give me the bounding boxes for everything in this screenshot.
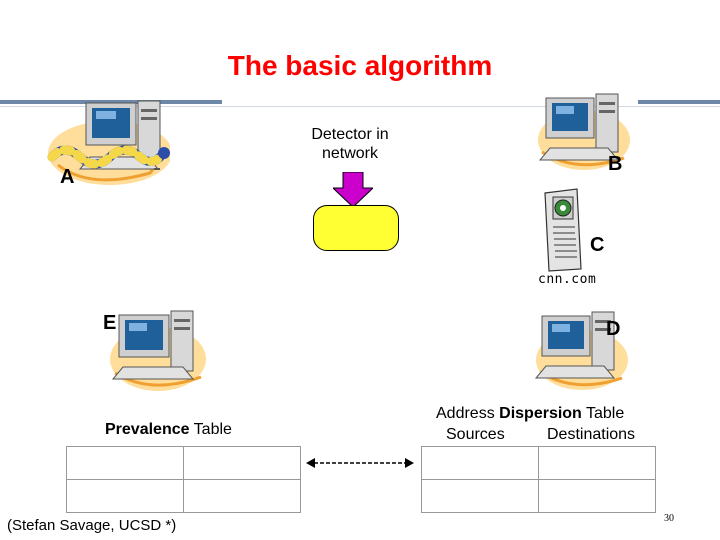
double-arrow-icon	[306, 458, 414, 468]
table-cell	[421, 479, 539, 513]
node-label-c: C	[590, 234, 605, 256]
server-label: cnn.com	[538, 272, 597, 287]
prevalence-table	[66, 446, 301, 513]
node-label-b: B	[608, 153, 623, 175]
computer-e-icon	[110, 310, 206, 391]
dispersion-table-title: Address Dispersion Table	[436, 405, 624, 423]
title-rule-thin	[0, 106, 720, 107]
prevalence-table-title-bold: Prevalence	[105, 421, 190, 438]
detector-box	[313, 205, 399, 251]
table-cell	[183, 479, 301, 513]
computer-a-icon	[47, 100, 170, 185]
detector-label-line1: Detector in	[311, 126, 389, 143]
table-row	[66, 479, 301, 513]
down-arrow-icon	[333, 172, 373, 208]
table-row	[66, 446, 301, 480]
slide-title: The basic algorithm	[227, 50, 493, 81]
table-cell	[538, 479, 656, 513]
column-header-sources: Sources	[446, 426, 505, 443]
node-label-e: E	[103, 312, 117, 334]
prevalence-table-title: Prevalence Table	[105, 421, 232, 439]
computer-b-icon	[538, 93, 630, 170]
computer-d-icon	[534, 311, 628, 390]
table-row	[421, 479, 656, 513]
table-cell	[66, 479, 184, 513]
column-header-destinations: Destinations	[547, 426, 636, 443]
table-cell	[66, 446, 184, 480]
detector-label-line2: network	[321, 145, 379, 162]
server-icon	[544, 188, 582, 272]
citation: (Stefan Savage, UCSD *)	[7, 517, 177, 534]
detector-label: Detector in network	[290, 125, 410, 163]
table-cell	[538, 446, 656, 480]
prevalence-table-title-rest: Table	[189, 421, 232, 438]
title-rule-right	[638, 100, 720, 104]
title-rule-left	[0, 100, 222, 104]
dispersion-table-title-prefix: Address	[436, 405, 500, 422]
table-row	[421, 446, 656, 480]
node-label-d: D	[606, 318, 621, 340]
table-cell	[183, 446, 301, 480]
page-number: 30	[664, 513, 674, 524]
table-cell	[421, 446, 539, 480]
dispersion-table-title-rest: Table	[581, 405, 625, 422]
dispersion-table-title-bold: Dispersion	[499, 405, 582, 422]
dispersion-table	[421, 446, 656, 513]
node-label-a: A	[60, 166, 75, 188]
